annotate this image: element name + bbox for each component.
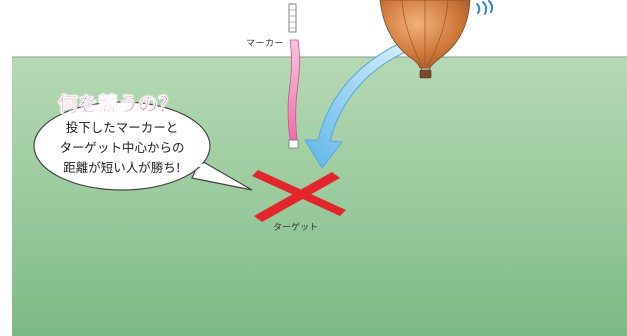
marker-label: マーカー <box>246 39 285 49</box>
hot-air-balloon <box>379 0 471 79</box>
bubble-line-1: 投下したマーカーと <box>65 120 179 135</box>
bubble-line-3: 距離が短い人が勝ち! <box>63 160 181 175</box>
bubble-line-2: ターゲット中心からの <box>59 140 185 155</box>
target-label: ターゲット <box>273 223 319 233</box>
wind-marks <box>476 0 494 15</box>
balloon-basket <box>419 69 432 79</box>
marker-ribbon <box>287 39 300 149</box>
bubble-text: 投下したマーカーと ターゲット中心からの 距離が短い人が勝ち! <box>38 118 206 178</box>
curved-arrow <box>304 41 411 169</box>
bubble-title: 何を競うの？ <box>58 92 178 116</box>
falling-marker <box>288 3 297 33</box>
target-cross <box>252 170 346 222</box>
speech-bubble <box>33 101 253 191</box>
